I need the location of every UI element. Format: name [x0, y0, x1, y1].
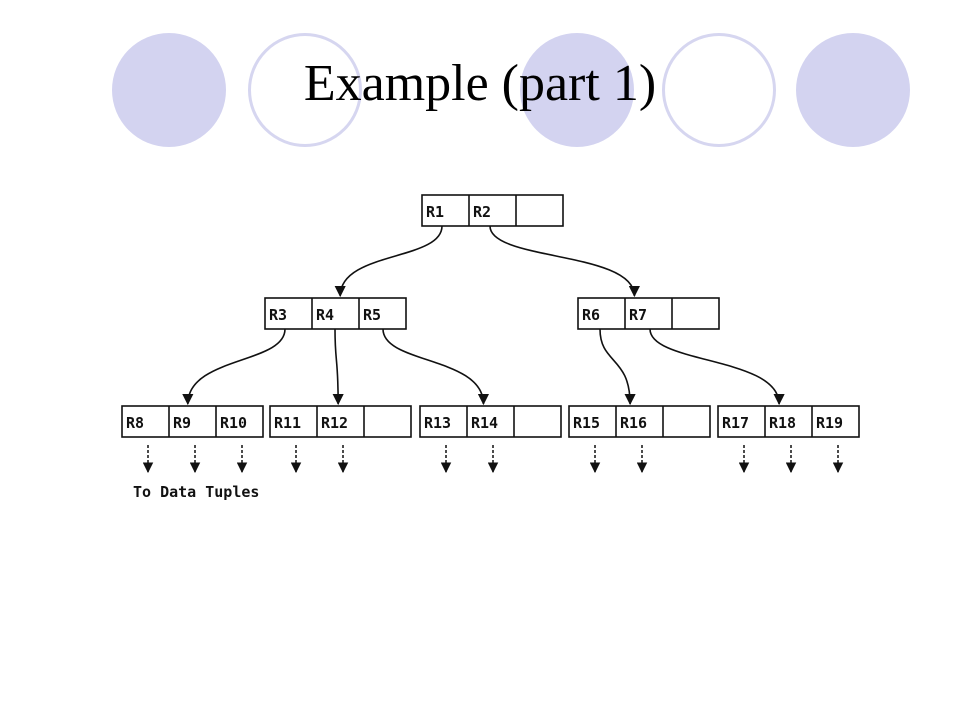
root-node-box — [421, 194, 564, 227]
decor-circle-5 — [796, 33, 910, 147]
entry-r4: R4 — [316, 306, 334, 324]
pointer-r7 — [649, 328, 785, 406]
pointer-r1 — [334, 225, 443, 298]
leaf-node-2-box — [269, 405, 412, 438]
entry-r9: R9 — [173, 414, 191, 432]
entry-r3: R3 — [269, 306, 287, 324]
pointer-r4 — [332, 328, 344, 406]
slide-title: Example (part 1) — [303, 55, 657, 112]
entry-r6: R6 — [582, 306, 600, 324]
entry-r18: R18 — [769, 414, 796, 432]
entry-r16: R16 — [620, 414, 647, 432]
entry-r1: R1 — [426, 203, 444, 221]
pointer-r2 — [489, 225, 640, 298]
pointer-r5 — [382, 328, 490, 406]
entry-r8: R8 — [126, 414, 144, 432]
entry-r10: R10 — [220, 414, 247, 432]
decor-circle-1 — [112, 33, 226, 147]
entry-r14: R14 — [471, 414, 498, 432]
leaf-node-4-box — [568, 405, 711, 438]
leaf-node-5-box — [717, 405, 860, 438]
decor-circle-3 — [520, 33, 634, 147]
caption-to-data-tuples: To Data Tuples — [133, 483, 259, 501]
entry-r17: R17 — [722, 414, 749, 432]
entry-r5: R5 — [363, 306, 381, 324]
entry-r12: R12 — [321, 414, 348, 432]
entry-r13: R13 — [424, 414, 451, 432]
leaf-node-1-box — [121, 405, 264, 438]
pointer-r6 — [599, 328, 636, 406]
entry-r2: R2 — [473, 203, 491, 221]
level1-node-2-box — [577, 297, 720, 330]
entry-r7: R7 — [629, 306, 647, 324]
entry-r11: R11 — [274, 414, 301, 432]
entry-r19: R19 — [816, 414, 843, 432]
decor-circle-4 — [662, 33, 776, 147]
leaf-node-3-box — [419, 405, 562, 438]
entry-r15: R15 — [573, 414, 600, 432]
pointer-r3 — [182, 328, 286, 406]
decor-circle-2 — [248, 33, 362, 147]
